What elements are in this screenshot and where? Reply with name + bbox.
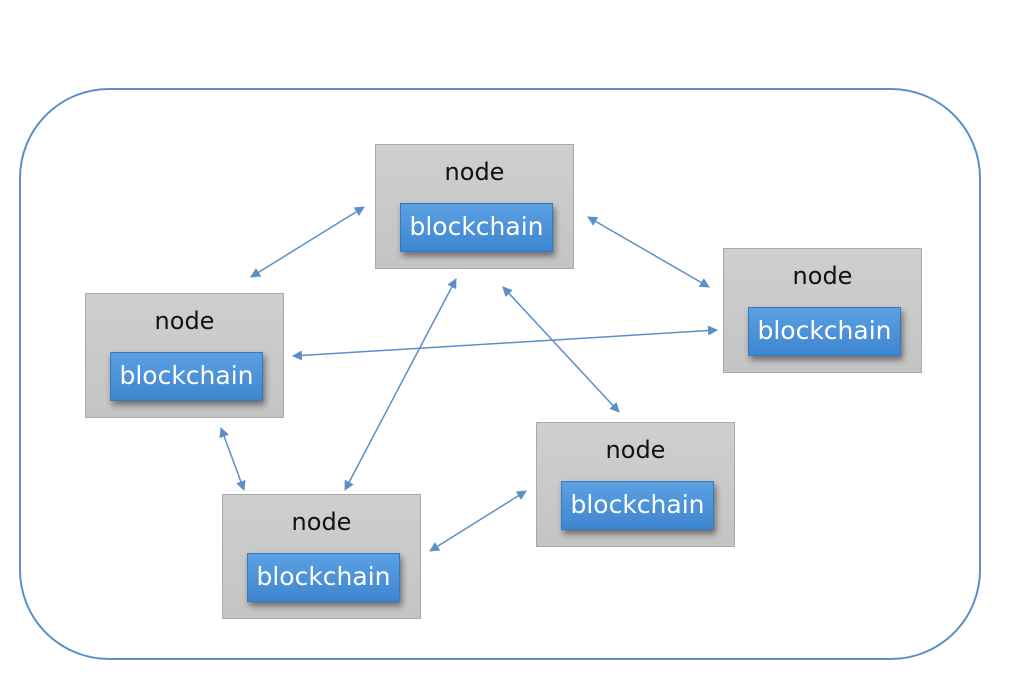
link-top-right: [587, 216, 710, 288]
node-label: node: [792, 262, 853, 290]
link-top-bottom-right: [502, 286, 620, 413]
node-bottom-right: node blockchain: [536, 422, 735, 547]
blockchain-box: blockchain: [400, 203, 553, 252]
link-top-bottom-left: [344, 278, 457, 491]
node-label: node: [291, 508, 352, 536]
blockchain-box: blockchain: [247, 553, 400, 602]
node-top: node blockchain: [375, 144, 574, 269]
link-left-bottom-left: [219, 427, 246, 491]
link-left-right: [292, 325, 718, 361]
blockchain-box: blockchain: [561, 481, 714, 530]
node-left: node blockchain: [85, 293, 284, 418]
node-label: node: [444, 158, 505, 186]
node-bottom-left: node blockchain: [222, 494, 421, 619]
node-label: node: [605, 436, 666, 464]
network-boundary: [19, 88, 981, 660]
blockchain-box: blockchain: [748, 307, 901, 356]
link-bottom-left-bottom-right: [429, 490, 527, 552]
node-right: node blockchain: [723, 248, 922, 373]
link-top-left: [250, 206, 365, 278]
blockchain-box: blockchain: [110, 352, 263, 401]
node-label: node: [154, 307, 215, 335]
